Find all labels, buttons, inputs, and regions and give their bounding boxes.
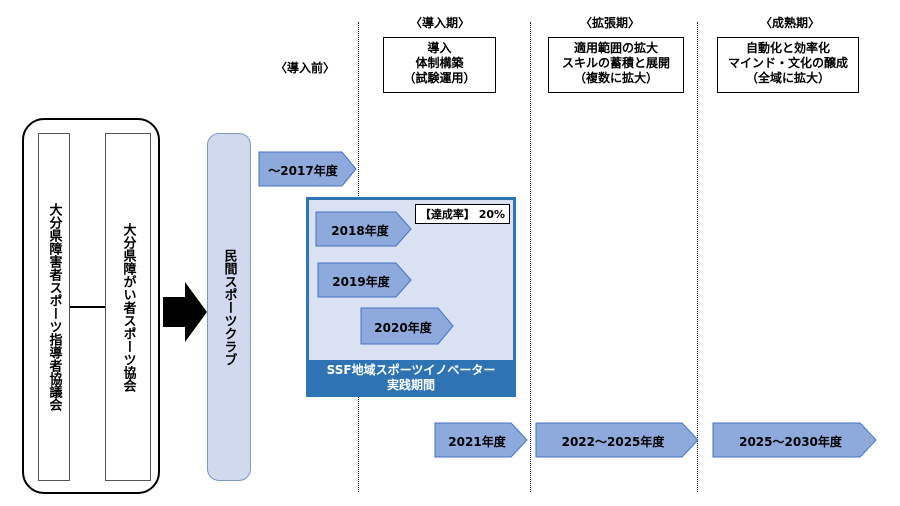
label-2025-2030: 2025～2030年度 — [739, 435, 842, 449]
phase-box-intro-line: （試験運用） — [403, 71, 476, 85]
phase-box-expand-line: スキルの蓄積と展開 — [561, 56, 670, 70]
label-2018: 2018年度 — [331, 224, 389, 238]
arrow-2022-2025 — [535, 422, 699, 458]
org-label-kyoukai: 大分県障がい者スポーツ協会 — [120, 222, 136, 392]
ssf-title-band: SSF地域スポーツイノベーター 実践期間 — [306, 360, 516, 397]
achievement-box: 【達成率】 20% — [415, 204, 510, 224]
club-label: 民間スポーツクラブ — [221, 248, 237, 366]
club-pill: 民間スポーツクラブ — [207, 133, 251, 481]
phase-box-mature-line: 自動化と効率化 — [745, 41, 830, 55]
label-2019: 2019年度 — [332, 275, 390, 289]
big-right-arrow — [163, 282, 207, 342]
arrow-2020 — [360, 307, 454, 345]
org-box-right: 大分県障がい者スポーツ協会 — [105, 133, 151, 481]
phase-box-mature-line: （全域に拡大） — [745, 71, 830, 85]
org-label-shidousha: 大分県障害者スポーツ指導者協議会 — [46, 203, 62, 411]
connector-line — [70, 306, 105, 308]
phase-box-intro-line: 体制構築 — [415, 56, 464, 70]
label-2020: 2020年度 — [374, 321, 432, 335]
label-pre-2017: ～2017年度 — [268, 164, 338, 178]
org-box-left: 大分県障害者スポーツ指導者協議会 — [38, 133, 70, 481]
arrow-pre-2017 — [258, 151, 357, 187]
arrow-2018 — [315, 211, 412, 247]
phase-box-mature-line: マインド・文化の醸成 — [727, 56, 848, 70]
phase-box-expand-line: 適用範囲の拡大 — [573, 41, 658, 55]
arrow-2025-2030 — [712, 422, 877, 458]
phase-label-pre: 〈導入前〉 — [274, 61, 335, 75]
org-container — [22, 118, 160, 494]
ssf-title-line1: SSF地域スポーツイノベーター — [326, 363, 496, 377]
phase-box-expand: 適用範囲の拡大 スキルの蓄積と展開 （複数に拡大） — [548, 37, 684, 93]
phase-box-intro-line: 導入 — [427, 41, 452, 55]
ssf-title-line2: 実践期間 — [386, 378, 435, 392]
phase-label-mature: 〈成熟期〉 — [759, 16, 820, 30]
phase-label-intro: 〈導入期〉 — [409, 16, 470, 30]
phase-divider-2 — [530, 22, 531, 492]
phase-box-mature: 自動化と効率化 マインド・文化の醸成 （全域に拡大） — [717, 37, 859, 93]
phase-box-intro: 導入 体制構築 （試験運用） — [383, 37, 496, 93]
label-2021: 2021年度 — [448, 435, 506, 449]
phase-divider-3 — [697, 22, 698, 492]
phase-box-expand-line: （複数に拡大） — [573, 71, 658, 85]
arrow-2019 — [317, 262, 412, 298]
arrow-2021 — [434, 422, 528, 458]
label-2022-2025: 2022～2025年度 — [561, 435, 665, 449]
phase-label-expand: 〈拡張期〉 — [579, 16, 640, 30]
